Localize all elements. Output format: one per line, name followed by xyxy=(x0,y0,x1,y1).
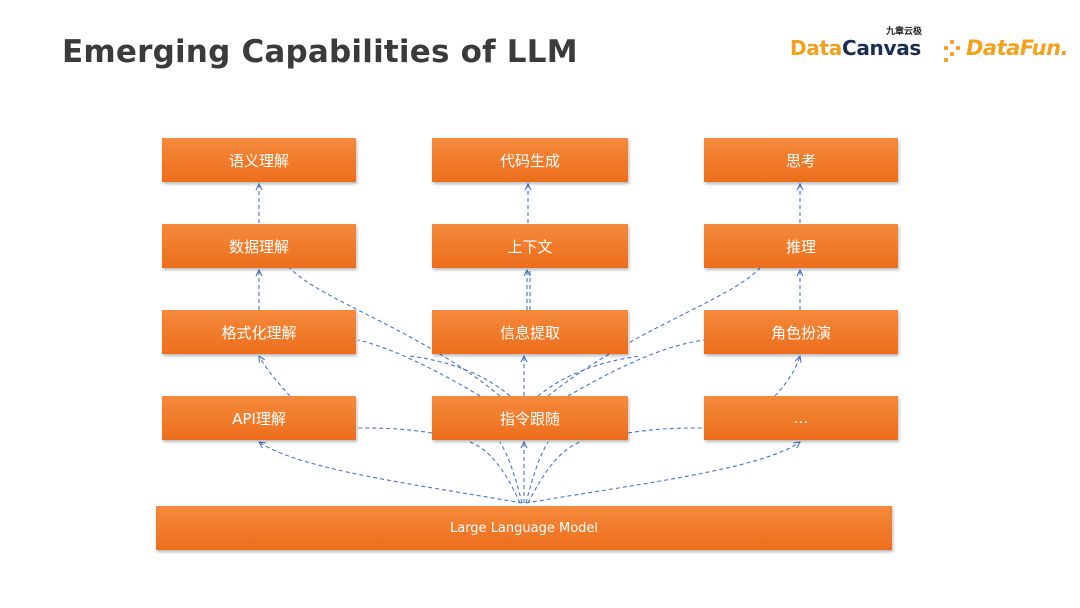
edge-base-fan-3 xyxy=(525,441,549,504)
edge-instruction-to-format xyxy=(357,339,481,397)
logo-area: 九章云极 DataCanvas DataFun. xyxy=(790,24,1070,74)
node-information-extraction: 信息提取 xyxy=(432,310,628,354)
edge-base-fan-2 xyxy=(499,441,523,504)
datacanvas-cn-logo: 九章云极 xyxy=(886,27,923,37)
edge-base-to-api xyxy=(259,442,523,504)
node-code-generation: 代码生成 xyxy=(432,138,628,182)
node-instruction-following: 指令跟随 xyxy=(432,396,628,440)
datacanvas-logo-part-b: Canvas xyxy=(841,36,922,60)
edge-base-fan-4 xyxy=(527,441,581,504)
datafun-logo: DataFun. xyxy=(944,34,1074,66)
edge-more-to-roleplay xyxy=(774,356,800,397)
node-semantic-understanding: 语义理解 xyxy=(162,138,356,182)
edge-base-to-more xyxy=(525,442,800,504)
node-thinking: 思考 xyxy=(704,138,898,182)
node-role-play: 角色扮演 xyxy=(704,310,898,354)
edge-instruction-fan-a xyxy=(409,355,511,397)
page-title: Emerging Capabilities of LLM xyxy=(62,34,578,70)
edge-instruction-to-reasoning xyxy=(547,267,761,397)
node-large-language-model: Large Language Model xyxy=(156,506,892,550)
edge-base-fan-1 xyxy=(469,441,521,504)
node-api-understanding: API理解 xyxy=(162,396,356,440)
edge-instruction-to-data-left xyxy=(289,267,501,397)
node-format-understanding: 格式化理解 xyxy=(162,310,356,354)
node-data-understanding: 数据理解 xyxy=(162,224,356,268)
edge-instruction-to-roleplay xyxy=(567,339,705,397)
edge-instruction-to-api xyxy=(357,427,433,434)
edge-instruction-fan-b xyxy=(537,355,641,397)
edge-api-to-format xyxy=(259,356,291,397)
edge-instruction-to-more xyxy=(627,427,705,434)
datacanvas-logo-part-a: Data xyxy=(790,36,842,60)
node-reasoning: 推理 xyxy=(704,224,898,268)
node-context: 上下文 xyxy=(432,224,628,268)
datafun-logo-text: DataFun. xyxy=(966,36,1069,60)
node-more: ... xyxy=(704,396,898,440)
datacanvas-logo: DataCanvas xyxy=(790,36,921,60)
